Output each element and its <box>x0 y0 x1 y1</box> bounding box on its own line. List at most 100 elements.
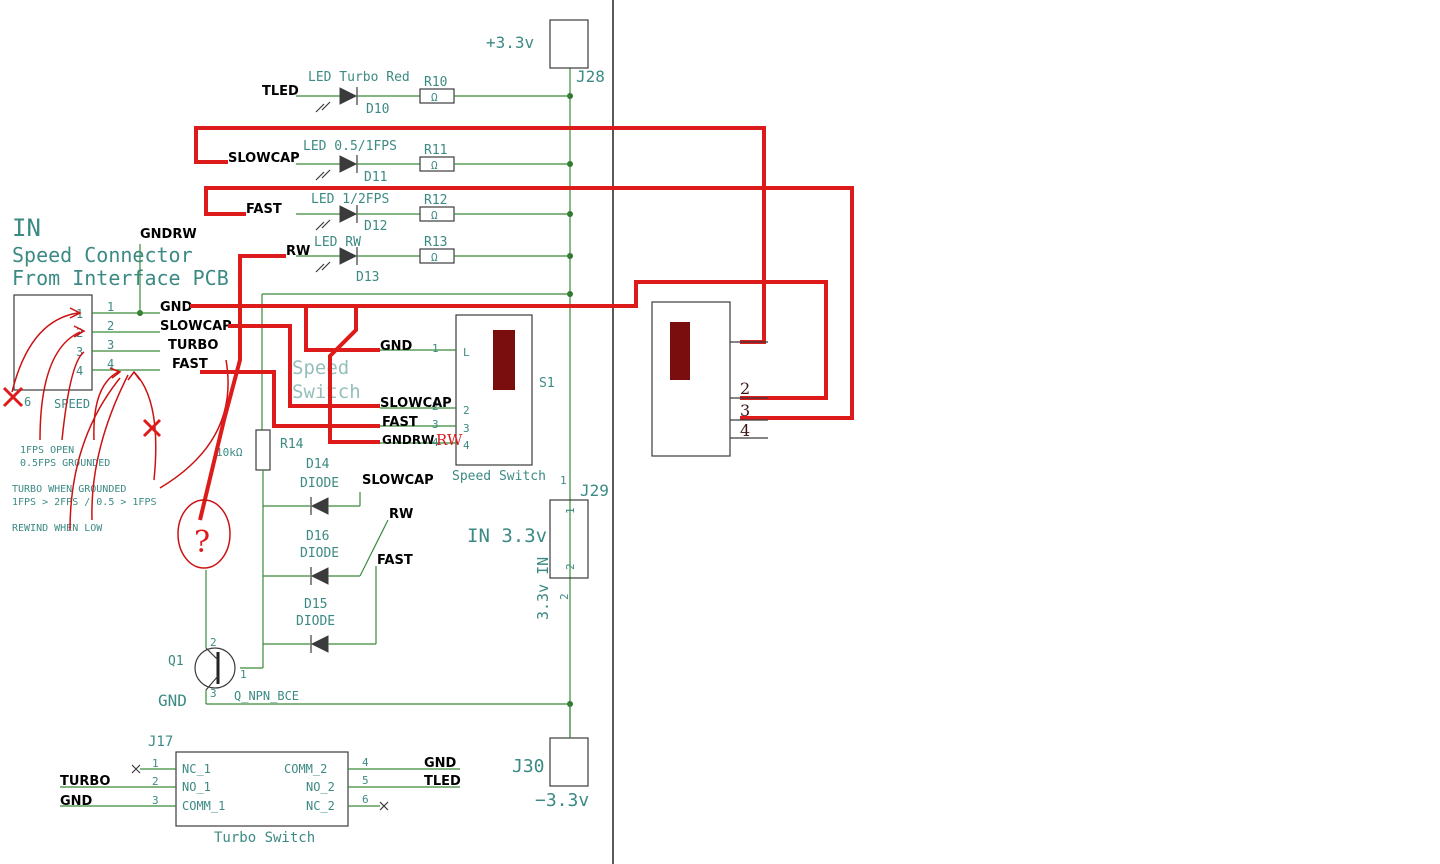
new-switch-pin2: 2 <box>740 379 750 398</box>
subtitle-line1: Speed Connector <box>12 243 193 267</box>
conn-pin4-num: 4 <box>107 357 114 371</box>
r14-ref: R14 <box>280 437 304 452</box>
red-x-marks <box>2 386 162 438</box>
d16-ref: D16 <box>306 529 329 544</box>
r11-ohm: Ω <box>431 159 438 172</box>
led-row-d13 <box>296 247 570 273</box>
note1-line2: 0.5FPS GROUNDED <box>20 458 110 469</box>
red-arrow-annotations <box>11 307 157 481</box>
s1-net-gndrw: GNDRW <box>382 433 434 447</box>
j17-comm1: COMM_1 <box>182 799 225 813</box>
j28-label: J28 <box>576 67 605 86</box>
conn-name: SPEED <box>54 397 90 411</box>
q1-pin3: 3 <box>210 687 217 700</box>
conn-pin3-num: 3 <box>107 338 114 352</box>
led-d10-label: LED Turbo Red <box>308 70 410 85</box>
j17-nc2: NC_2 <box>306 799 335 813</box>
note2-line1: TURBO WHEN GROUNDED <box>12 484 126 495</box>
j29-connector <box>549 499 589 579</box>
r12-ohm: Ω <box>431 209 438 222</box>
new-switch <box>651 301 768 457</box>
d14-ref: D14 <box>306 457 330 472</box>
led-row-d12 <box>296 205 570 231</box>
s1-pinL3: 3 <box>463 422 470 435</box>
conn-pin1-num: 1 <box>107 300 114 314</box>
s1-overlay-1: Speed <box>292 357 349 379</box>
vplus-label: +3.3v <box>486 33 534 52</box>
conn-pin4-inner: 4 <box>76 364 83 378</box>
note3: REWIND WHEN LOW <box>12 523 103 534</box>
d14-net: SLOWCAP <box>362 473 434 488</box>
power-rail <box>549 19 589 787</box>
s1-ref: S1 <box>539 376 555 391</box>
j17-net-tled: TLED <box>424 774 461 789</box>
conn-pin3-inner: 3 <box>76 345 83 359</box>
net-tled: TLED <box>262 84 299 99</box>
led-d12-label: LED 1/2FPS <box>311 192 389 207</box>
new-switch-pin4: 4 <box>740 421 750 440</box>
j17-net-turbo: TURBO <box>60 774 110 789</box>
transistor-q1 <box>194 570 571 738</box>
j17-pin3: 3 <box>152 794 159 807</box>
net-fast-top: FAST <box>246 202 282 217</box>
diode-d16 <box>263 519 389 585</box>
r13-ohm: Ω <box>431 251 438 264</box>
d15-type: DIODE <box>296 614 335 629</box>
r10-ref: R10 <box>424 75 447 90</box>
conn-net-fast: FAST <box>172 357 208 372</box>
j29-inner-pin1: 1 <box>564 507 577 514</box>
j17-pin4: 4 <box>362 756 369 769</box>
r13-ref: R13 <box>424 235 447 250</box>
j17-comm2: COMM_2 <box>284 762 327 776</box>
d16-type: DIODE <box>300 546 339 561</box>
d11-ref: D11 <box>364 170 387 185</box>
q1-pin1: 1 <box>240 668 247 681</box>
in-supply-label: IN 3.3v <box>467 525 547 547</box>
s1-pinL: L <box>463 346 470 359</box>
d16-net: RW <box>389 507 413 522</box>
j17-net-gnd-right: GND <box>424 756 457 771</box>
s1-pin4: 4 <box>432 436 439 449</box>
j17-no1: NO_1 <box>182 780 211 794</box>
j29-pin2-bottom: 2 <box>558 593 571 600</box>
conn-pin2-num: 2 <box>107 319 114 333</box>
net-rw-top: RW <box>286 244 310 259</box>
q1-pin2: 2 <box>210 636 217 649</box>
j17-nc1: NC_1 <box>182 762 211 776</box>
j17-no2: NO_2 <box>306 780 335 794</box>
s1-pin1: 1 <box>432 342 439 355</box>
question-mark: ? <box>194 525 210 560</box>
question-circle <box>177 499 231 569</box>
diode-d14 <box>263 492 361 515</box>
led-d11-label: LED 0.5/1FPS <box>303 139 397 154</box>
diode-d15 <box>263 566 377 653</box>
r11-ref: R11 <box>424 143 447 158</box>
j17-net-gnd-left: GND <box>60 794 93 809</box>
s1-overlay-2: Switch <box>292 381 361 403</box>
led-row-d10 <box>296 87 570 113</box>
j17-pin2: 2 <box>152 775 159 788</box>
speed-connector <box>13 294 160 391</box>
j17-pin1: 1 <box>152 757 159 770</box>
note-leader-lines <box>69 359 229 531</box>
conn-pin6: 6 <box>24 395 31 409</box>
conn-net-gnd: GND <box>160 300 193 315</box>
vminus-label: −3.3v <box>535 790 589 811</box>
s1-net-fast: FAST <box>382 415 418 430</box>
j29-inner-pin2: 2 <box>564 563 577 570</box>
j29-pin1-top: 1 <box>560 474 567 487</box>
conn-net-turbo: TURBO <box>168 338 218 353</box>
net-gndrw-top: GNDRW <box>140 227 197 242</box>
q1-part: Q_NPN_BCE <box>234 689 299 703</box>
r10-ohm: Ω <box>431 91 438 104</box>
j17-name: Turbo Switch <box>214 830 315 846</box>
d13-ref: D13 <box>356 270 379 285</box>
d12-ref: D12 <box>364 219 387 234</box>
s1-pin2: 2 <box>432 400 439 413</box>
led-d13-label: LED RW <box>314 235 361 250</box>
j17-turbo-switch <box>60 751 460 827</box>
d15-ref: D15 <box>304 597 327 612</box>
j30-label: J30 <box>512 756 545 777</box>
s1-pin3: 3 <box>432 418 439 431</box>
